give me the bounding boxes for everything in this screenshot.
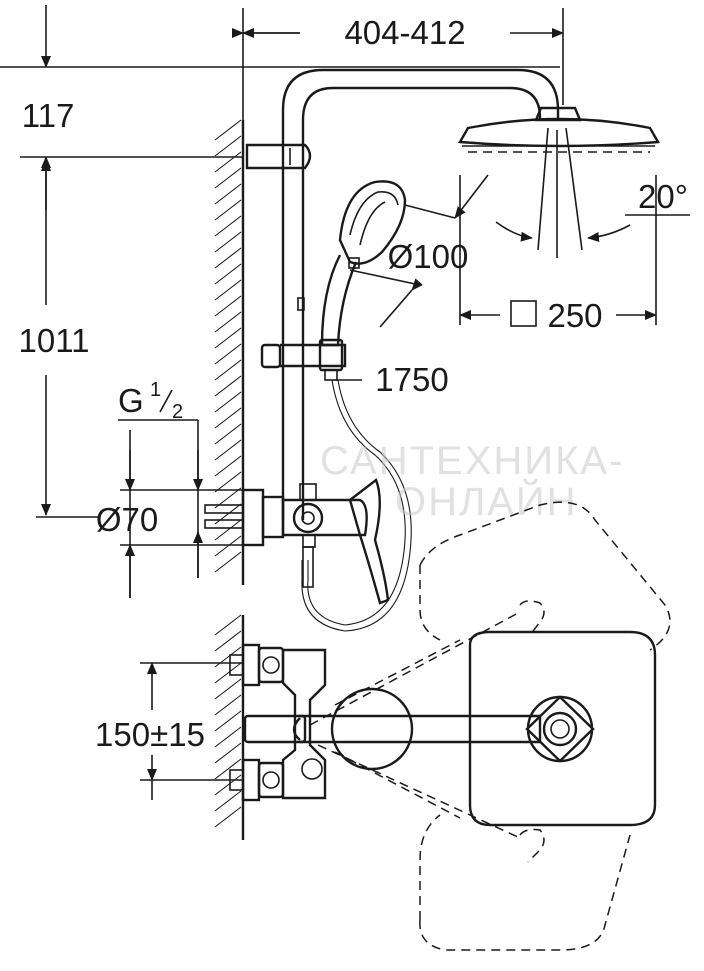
wall-lower (214, 614, 245, 840)
dimension-label-250: 250 (547, 297, 602, 334)
wall-hatch-line (214, 710, 242, 732)
watermark-line2: ОНЛАЙН (395, 478, 578, 524)
dimension-label-hand-diameter: Ø100 (388, 238, 469, 275)
wall-hatch-line (214, 439, 242, 461)
wall-hatch-line (214, 407, 242, 429)
shower-pipe (281, 68, 560, 520)
wall-hatch-line (214, 167, 242, 189)
wall-hatch-line (214, 758, 242, 780)
shower-hose: 1750 (301, 361, 449, 632)
thread-label-num: 1 (150, 379, 161, 401)
wall-hatch-line (214, 375, 242, 397)
wall-hatch-line (214, 231, 242, 253)
mixer-valve-front (229, 630, 657, 827)
wall-upper (214, 119, 245, 585)
dimension-label-hose: 1750 (375, 361, 448, 398)
wall-hatch-line (214, 279, 242, 301)
wall-hatch-line (214, 551, 242, 573)
wall-hatch-line (214, 662, 242, 684)
wall-hatch-line (214, 311, 242, 333)
dimension-projection-height: 117 (0, 5, 560, 210)
wall-hatch-line (214, 742, 242, 764)
wall-hatch-line (214, 694, 242, 716)
wall-hatch-line (214, 471, 242, 493)
dimension-rail-height: 1011 (19, 159, 100, 518)
dimension-inlet-spacing: 150±15 (95, 662, 243, 800)
wall-hatch-line (214, 806, 242, 828)
head-shower: 20° (458, 106, 690, 258)
dimension-thread: G 1 2 Ø70 (96, 379, 243, 598)
thread-label-den: 2 (172, 401, 183, 423)
wall-hatch-line (214, 646, 242, 668)
wall-hatch-line (214, 199, 242, 221)
dimension-projection-width: 404-412 (232, 8, 564, 120)
dimension-label-1011: 1011 (19, 322, 90, 359)
dimension-head-size: 250 (459, 175, 657, 334)
thread-label-g: G (118, 382, 144, 419)
wall-hatch-line (214, 183, 242, 205)
wall-hatch-line (214, 774, 242, 796)
dimension-label-inlet-spacing: 150±15 (95, 716, 205, 753)
wall-hatch-line (214, 630, 242, 652)
wall-hatch-line (214, 503, 242, 525)
wall-hatch-line (214, 423, 242, 445)
wall-hatch-line (214, 678, 242, 700)
wall-hatch-line (214, 359, 242, 381)
wall-hatch-line (214, 263, 242, 285)
wall-hatch-line (214, 726, 242, 748)
wall-hatch-line (214, 215, 242, 237)
mixer-valve-side (204, 478, 390, 605)
dimension-label-tilt: 20° (638, 178, 688, 215)
hand-shower: Ø100 (320, 174, 489, 347)
dimension-label-width: 404-412 (344, 14, 465, 51)
square-symbol-icon (510, 300, 537, 327)
wall-hatch-line (214, 151, 242, 173)
wall-hatch-line (214, 295, 242, 317)
handle-rotation-outlines (309, 501, 671, 951)
dimension-label-117: 117 (22, 97, 75, 134)
watermark-line1: САНТЕХНИКА- (320, 439, 624, 483)
wall-hatch-line (214, 790, 242, 812)
watermark: САНТЕХНИКА- ОНЛАЙН (320, 439, 624, 524)
wall-hatch-line (214, 519, 242, 541)
rail-slider (260, 297, 347, 381)
wall-hatch-line (214, 343, 242, 365)
wall-bracket-top (245, 143, 312, 170)
wall-hatch-line (214, 119, 242, 141)
wall-hatch-line (214, 535, 242, 557)
wall-hatch-line (214, 327, 242, 349)
wall-hatch-line (214, 455, 242, 477)
wall-hatch-line (214, 391, 242, 413)
wall-hatch-line (214, 135, 242, 157)
wall-hatch-line (214, 614, 242, 636)
dimension-label-escutcheon: Ø70 (96, 501, 158, 538)
wall-hatch-line (214, 247, 242, 269)
